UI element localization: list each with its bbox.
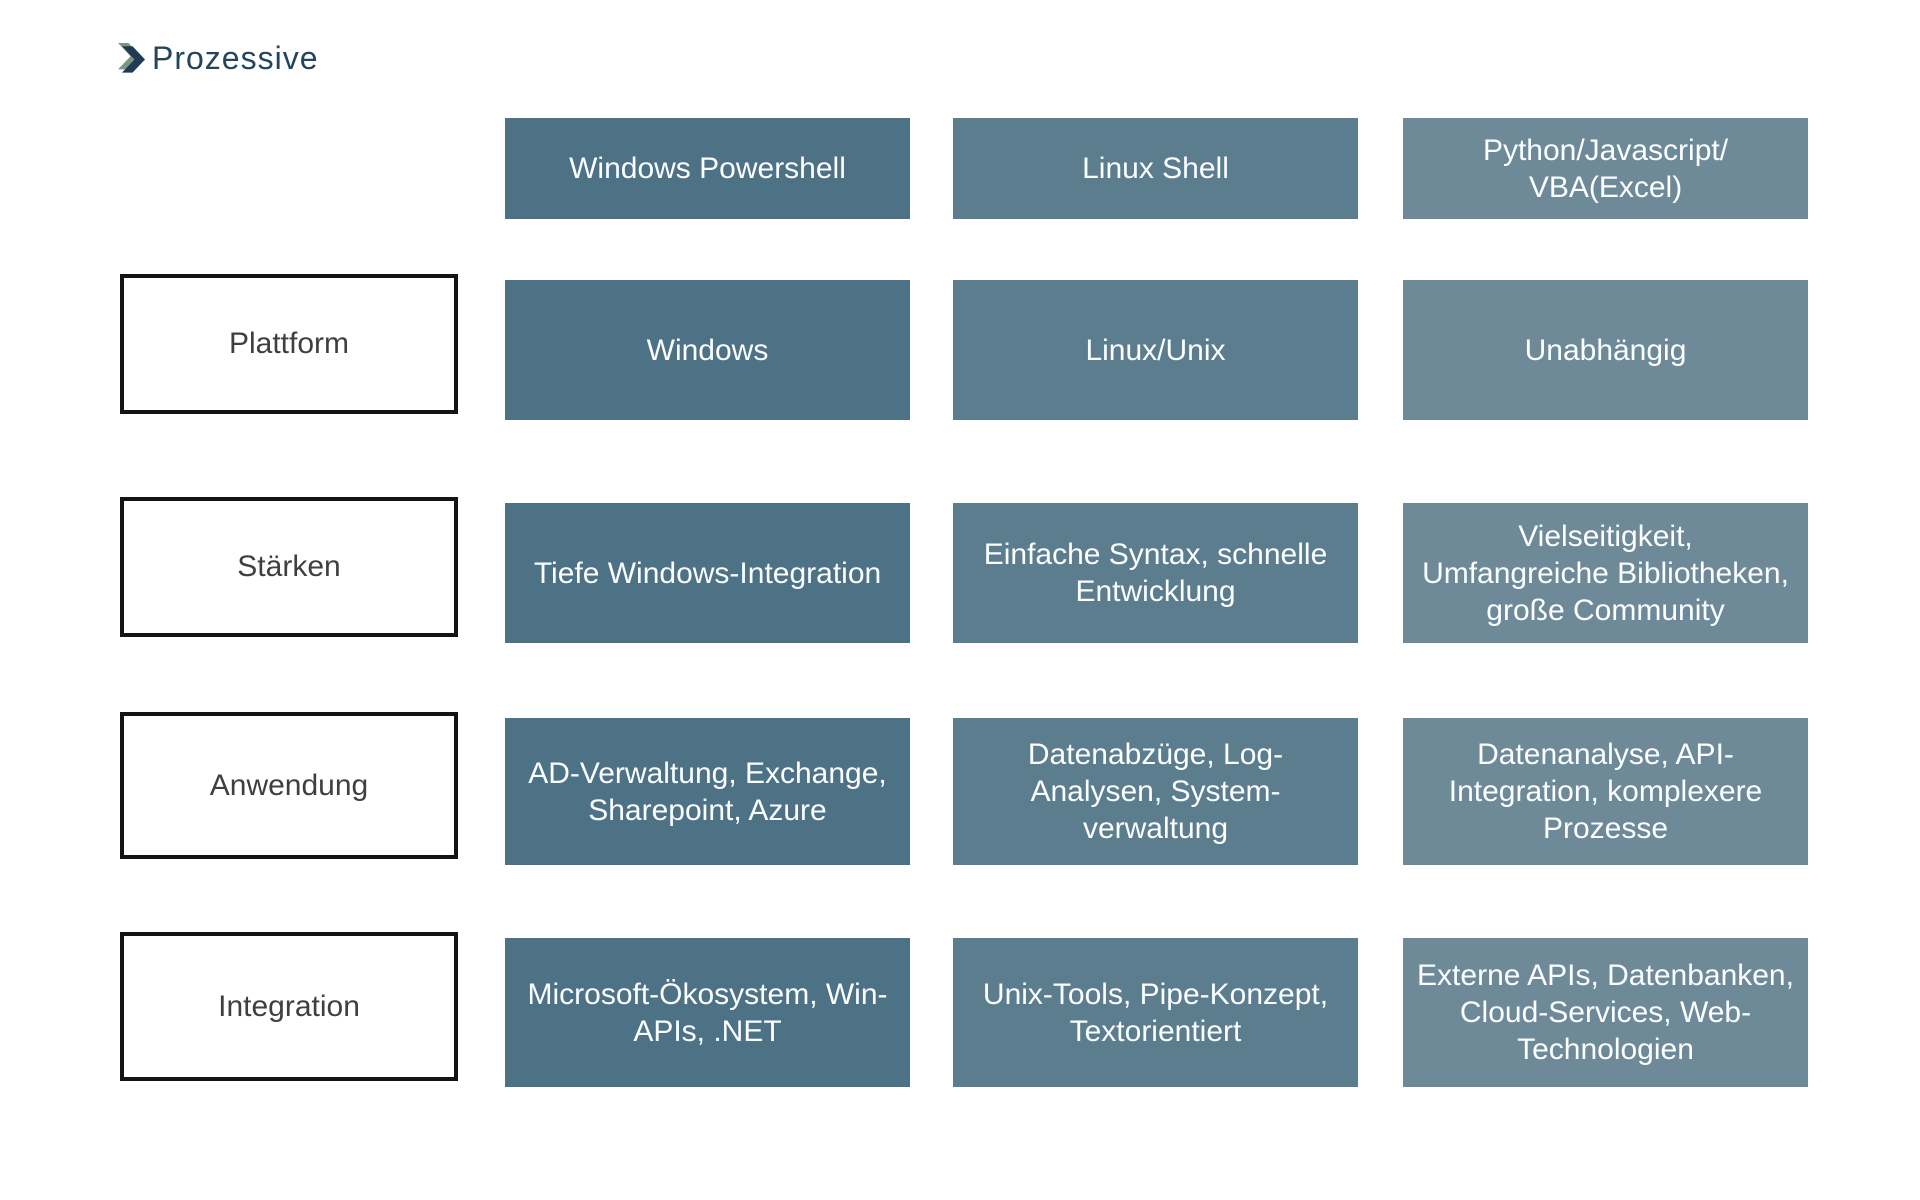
cell-staerken-python-javascript-vba: Vielseitigkeit, Umfangreiche Bibliotheke… <box>1403 503 1808 643</box>
cell-plattform-windows-powershell: Windows <box>505 280 910 420</box>
row-label-anwendung: Anwendung <box>120 712 458 859</box>
column-header-linux-shell: Linux Shell <box>953 118 1358 219</box>
cell-staerken-windows-powershell: Tiefe Windows-Integration <box>505 503 910 643</box>
row-label-integration: Integration <box>120 932 458 1081</box>
chevron-dark-shape <box>121 46 146 73</box>
cell-plattform-linux-shell: Linux/Unix <box>953 280 1358 420</box>
cell-integration-linux-shell: Unix-Tools, Pipe-Konzept, Textorientiert <box>953 938 1358 1087</box>
cell-anwendung-windows-powershell: AD-Verwaltung, Exchange, Sharepoint, Azu… <box>505 718 910 865</box>
cell-integration-python-javascript-vba: Externe APIs, Datenbanken, Cloud-Service… <box>1403 938 1808 1087</box>
column-header-python-javascript-vba: Python/Javascript/ VBA(Excel) <box>1403 118 1808 219</box>
row-label-plattform: Plattform <box>120 274 458 414</box>
cell-anwendung-python-javascript-vba: Datenanalyse, API- Integration, komplexe… <box>1403 718 1808 865</box>
cell-integration-windows-powershell: Microsoft-Ökosystem, Win- APIs, .NET <box>505 938 910 1087</box>
cell-anwendung-linux-shell: Datenabzüge, Log- Analysen, System- verw… <box>953 718 1358 865</box>
row-label-staerken: Stärken <box>120 497 458 637</box>
cell-staerken-linux-shell: Einfache Syntax, schnelle Entwicklung <box>953 503 1358 643</box>
brand-name-text: Prozessive <box>152 40 319 76</box>
cell-plattform-python-javascript-vba: Unabhängig <box>1403 280 1808 420</box>
column-header-windows-powershell: Windows Powershell <box>505 118 910 219</box>
brand-logo: Prozessive <box>118 40 319 77</box>
chevron-right-icon <box>118 43 146 73</box>
